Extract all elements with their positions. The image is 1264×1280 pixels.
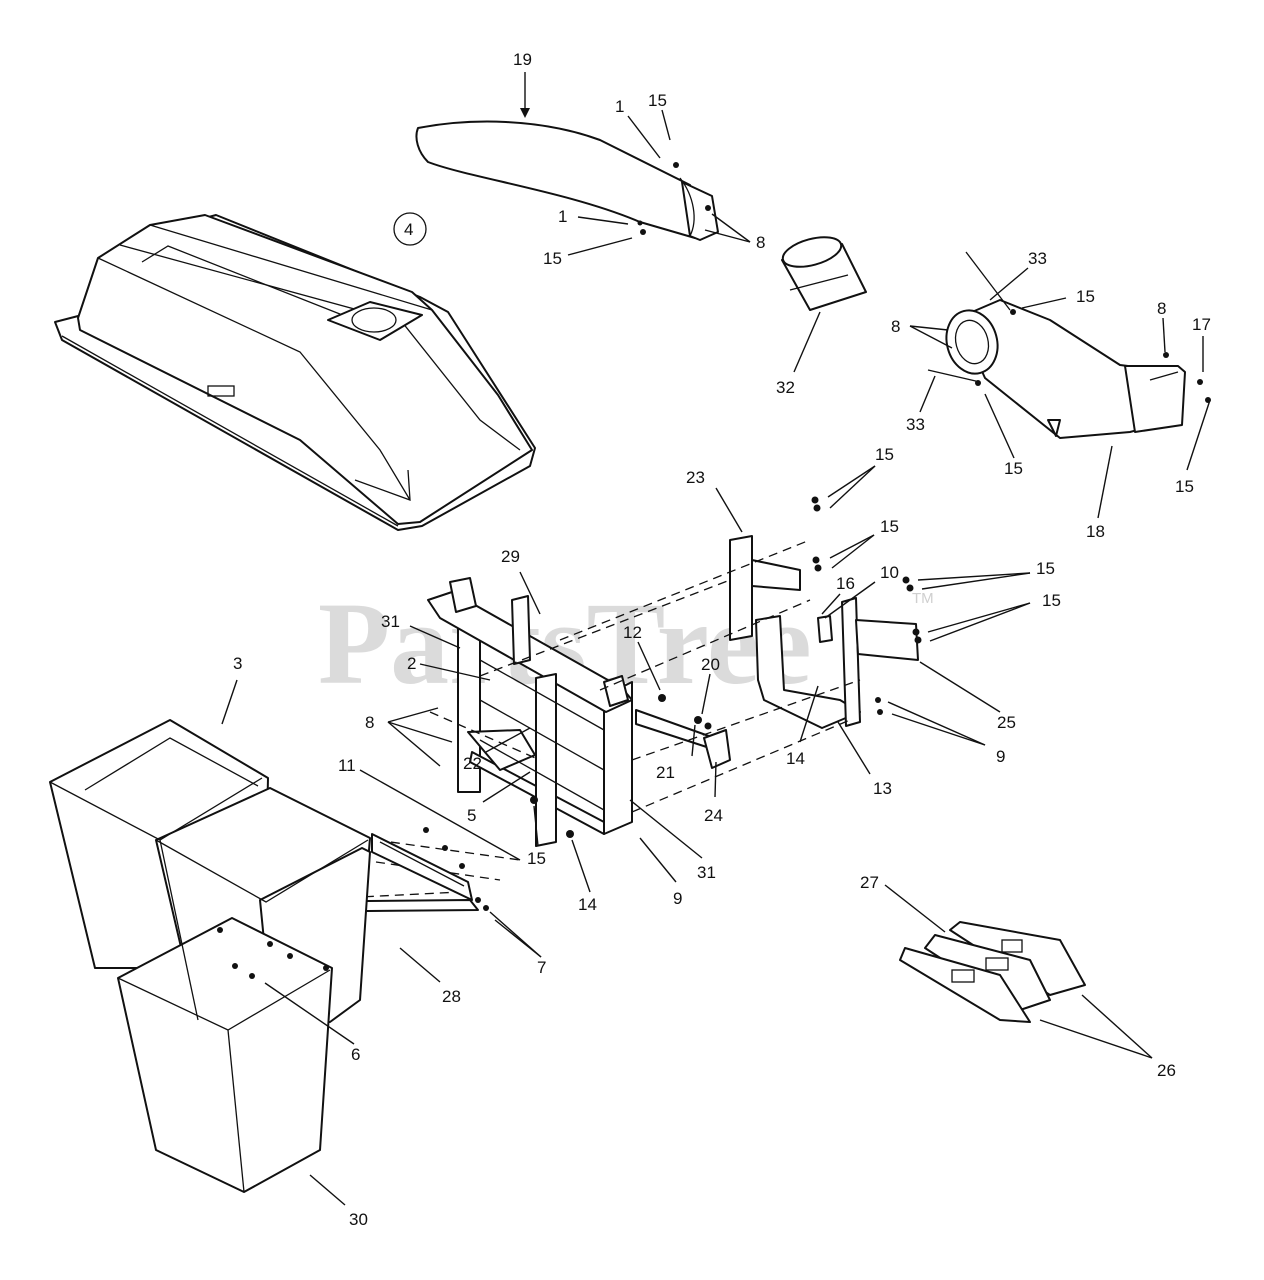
right-brackets (729, 496, 922, 729)
leader-lines (221, 72, 1211, 1206)
callout-15: 15 (543, 249, 562, 268)
callout-12: 12 (623, 623, 642, 642)
lower-chute (927, 251, 1211, 439)
bagger-cover (54, 214, 536, 531)
callout-16: 16 (836, 574, 855, 593)
callout-20: 20 (701, 655, 720, 674)
callout-14: 14 (578, 895, 597, 914)
callout-15: 15 (527, 849, 546, 868)
callout-15: 15 (1175, 477, 1194, 496)
callout-4-circle (393, 212, 427, 246)
callout-30: 30 (349, 1210, 368, 1229)
callout-23: 23 (686, 468, 705, 487)
callout-3: 3 (233, 654, 242, 673)
callout-9: 9 (996, 747, 1005, 766)
watermark-trademark: TM (912, 590, 934, 607)
callout-4: 4 (404, 220, 413, 239)
callout-15: 15 (1004, 459, 1023, 478)
callout-8: 8 (365, 713, 374, 732)
callout-31: 31 (381, 612, 400, 631)
callout-26: 26 (1157, 1061, 1176, 1080)
callout-7: 7 (537, 958, 546, 977)
callout-18: 18 (1086, 522, 1105, 541)
callout-15: 15 (875, 445, 894, 464)
center-rod-bracket (635, 694, 731, 769)
callout-1: 1 (558, 207, 567, 226)
callout-8: 8 (891, 317, 900, 336)
upper-chute-tube (415, 120, 719, 241)
callout-15: 15 (648, 91, 667, 110)
callout-8: 8 (1157, 299, 1166, 318)
callout-27: 27 (860, 873, 879, 892)
callout-6: 6 (351, 1045, 360, 1064)
callout-10: 10 (880, 563, 899, 582)
callout-25: 25 (997, 713, 1016, 732)
callout-1: 1 (615, 97, 624, 116)
callout-33: 33 (906, 415, 925, 434)
callout-22: 22 (463, 754, 482, 773)
callout-15: 15 (1042, 591, 1061, 610)
callout-29: 29 (501, 547, 520, 566)
callout-5: 5 (467, 806, 476, 825)
callout-28: 28 (442, 987, 461, 1006)
callout-2: 2 (407, 654, 416, 673)
callout-33: 33 (1028, 249, 1047, 268)
callout-21: 21 (656, 763, 675, 782)
callout-9: 9 (673, 889, 682, 908)
callout-17: 17 (1192, 315, 1211, 334)
frame-assembly (427, 577, 633, 847)
callout-32: 32 (776, 378, 795, 397)
callout-15: 15 (1076, 287, 1095, 306)
callout-8: 8 (756, 233, 765, 252)
callout-13: 13 (873, 779, 892, 798)
callout-15: 15 (880, 517, 899, 536)
callout-24: 24 (704, 806, 723, 825)
callout-labels: 19 1 15 1 15 8 4 32 33 15 8 8 17 33 15 1… (233, 50, 1211, 1229)
callout-15: 15 (1036, 559, 1055, 578)
grass-bags (49, 719, 371, 1193)
mower-blades (899, 921, 1086, 1023)
callout-19: 19 (513, 50, 532, 69)
callout-14: 14 (786, 749, 805, 768)
adapter-sleeve (781, 236, 867, 311)
callout-11: 11 (338, 756, 356, 775)
callout-31: 31 (697, 863, 716, 882)
